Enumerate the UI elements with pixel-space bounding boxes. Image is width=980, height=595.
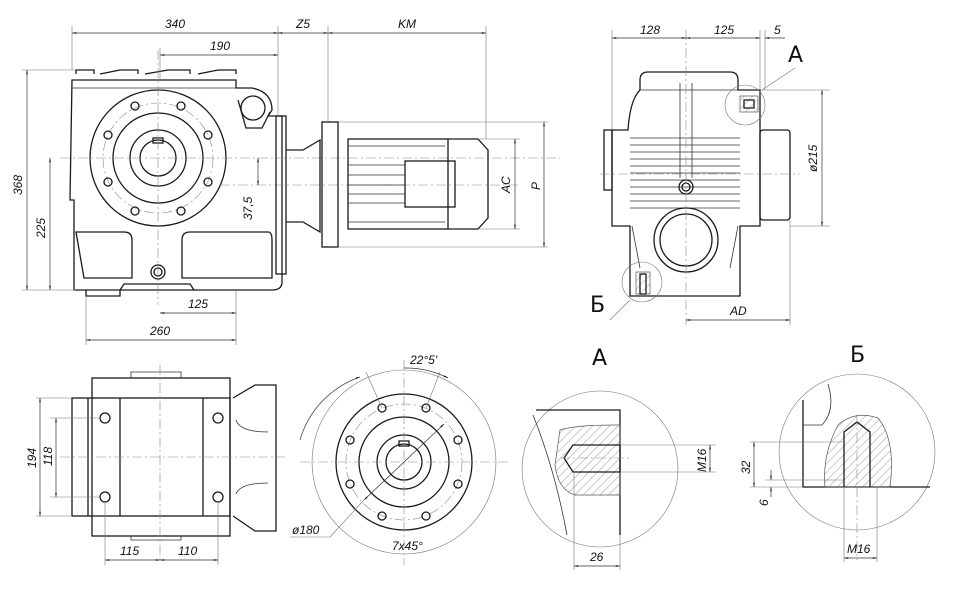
top-view: 194 118 115 110 (25, 365, 285, 565)
detail-a-thread: M16 (695, 448, 709, 472)
detail-b-chamfer: 6 (757, 499, 771, 506)
dim-shaft-height: 225 (34, 218, 48, 239)
detail-b: Б 32 6 M16 (739, 343, 936, 562)
terminal-box (404, 160, 456, 208)
side-motor-flange (759, 129, 791, 221)
dim-foot-half: 125 (188, 297, 208, 311)
top-bolt-holes (99, 412, 224, 503)
dim-motor-ac: AC (499, 176, 513, 194)
dim-hole-span: 118 (41, 447, 55, 466)
detail-b-thread: M16 (847, 542, 871, 556)
detail-b-depth: 32 (739, 460, 753, 474)
motor-cooling-fins (348, 145, 445, 223)
flange-holes (345, 403, 463, 521)
callout-b-circle (621, 261, 663, 303)
side-view: A Б 128 125 5 ø215 AD (590, 23, 830, 325)
front-view: 340 190 Z5 KM 368 225 37,5 125 260 AC P (11, 17, 560, 345)
housing-feet (75, 231, 273, 279)
dim-motor-length: KM (398, 17, 416, 31)
detail-a-label: A (592, 346, 607, 371)
detail-b-hatch (824, 414, 892, 488)
dim-height: 368 (11, 175, 25, 195)
dim-right-pitch: 110 (178, 544, 197, 558)
lifting-eye (240, 95, 266, 121)
dim-holes: 7x45° (392, 539, 423, 553)
side-housing (611, 71, 761, 297)
dim-top-width: 194 (25, 448, 39, 468)
detail-a-hatch (554, 424, 621, 496)
dim-left-pitch: 115 (120, 544, 139, 558)
dim-motor-ad: AD (729, 304, 747, 318)
detail-b-label: Б (850, 343, 865, 368)
adapter-plate (275, 115, 287, 275)
dim-shaft-to-flange: 190 (210, 39, 230, 53)
dim-pitch-diameter: ø180 (292, 523, 320, 537)
detail-a-depth: 26 (589, 550, 604, 564)
detail-a: A M16 26 (521, 346, 716, 570)
dim-left-width: 128 (640, 23, 660, 37)
motor-body (347, 138, 449, 230)
callout-a-label: A (788, 43, 803, 68)
dim-foot-length: 260 (149, 324, 170, 338)
motor-flange (321, 121, 339, 248)
callout-b-label: Б (590, 293, 605, 318)
side-left-boss (603, 129, 613, 191)
top-motor-adapter (232, 384, 277, 532)
dim-gap: Z5 (295, 17, 310, 31)
motor-fan-cover (448, 138, 489, 230)
housing-top-ribs (75, 69, 237, 75)
gear-housing (69, 79, 283, 291)
dim-overall-length: 340 (165, 17, 185, 31)
dim-motor-p: P (529, 182, 543, 190)
callout-a-circle (724, 84, 766, 126)
flange-bolt-holes (103, 101, 213, 216)
side-fins (630, 137, 740, 209)
dim-offset: 37,5 (241, 196, 255, 220)
dim-flange-offset: 5 (774, 23, 781, 37)
dim-right-width: 125 (714, 23, 734, 37)
flange-view: 22°5' ø180 7x45° (290, 353, 508, 565)
dim-flange-diameter: ø215 (806, 144, 820, 172)
dim-angle: 22°5' (409, 353, 438, 367)
detail-a-circle (521, 390, 679, 548)
motor-adapter (286, 138, 321, 234)
